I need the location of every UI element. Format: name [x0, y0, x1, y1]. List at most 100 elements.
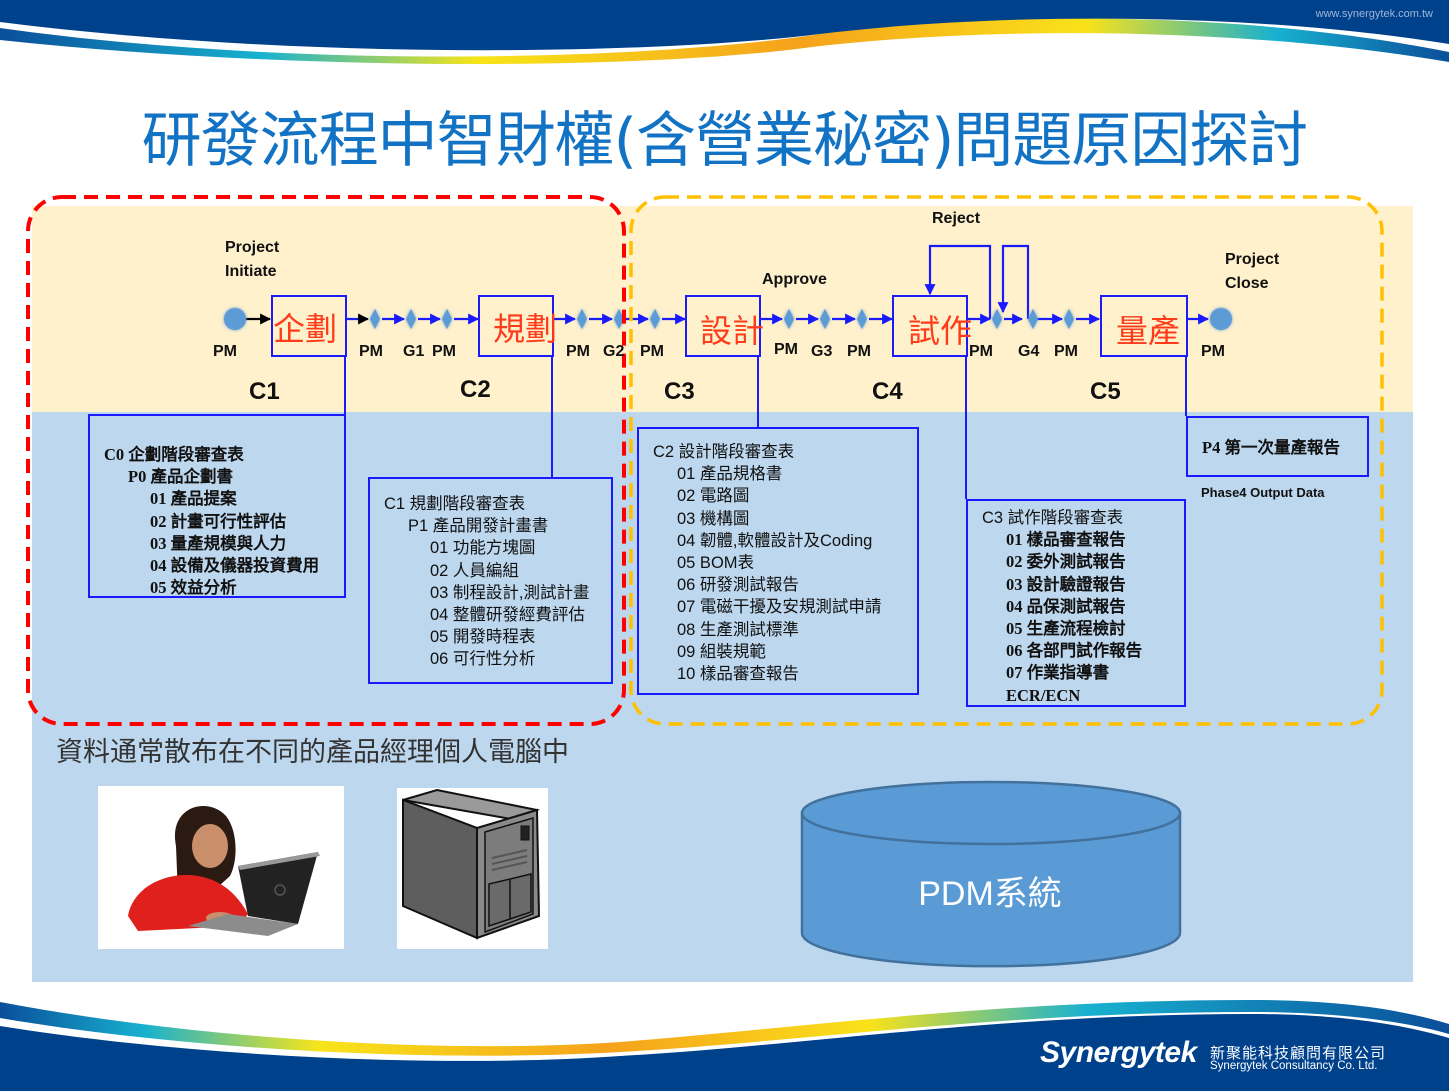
phase-label-design: 設計: [700, 312, 765, 350]
checklist-item: 06 研發測試報告: [677, 576, 799, 595]
checklist-title: P4 第一次量產報告: [1202, 438, 1340, 457]
laptop-user-icon: [128, 806, 320, 936]
label-line: Project: [1225, 251, 1280, 268]
phase-label-pilot: 試作: [908, 312, 973, 350]
checklist-item: 05 開發時程表: [430, 628, 536, 647]
gate-diamond-icon: [857, 309, 867, 329]
concept-group-border: [26, 195, 626, 726]
role-label-pm: PM: [213, 343, 237, 360]
checklist-c2: C2 設計階段審查表 01 產品規格書 02 電路圖 03 機構圖 04 韌體,…: [637, 427, 919, 695]
checklist-item: 01 功能方塊圖: [430, 539, 536, 558]
checklist-item: 04 設備及儀器投資費用: [150, 556, 320, 576]
role-label-g3: G3: [811, 343, 833, 360]
scattered-data-note: 資料通常散布在不同的產品經理個人電腦中: [56, 737, 569, 767]
gate-diamond-icon: [820, 309, 830, 329]
server-tower-image: [397, 788, 548, 949]
checklist-item: 09 組裝規範: [677, 642, 766, 661]
gate-diamond-icon: [442, 309, 452, 329]
gate-diamond-icon: [614, 309, 624, 329]
checkpoint-c2: C2: [460, 376, 491, 403]
checkpoint-c1: C1: [249, 378, 280, 405]
role-label-g2: G2: [603, 343, 625, 360]
checklist-item: 07 電磁干擾及安規測試申請: [677, 598, 882, 617]
checklist-sub: P1 產品開發計畫書: [408, 517, 549, 536]
phase-box-mass: [1100, 295, 1188, 357]
checklist-title: C0 企劃階段審查表: [104, 445, 244, 464]
checklist-item: ECR/ECN: [1006, 685, 1081, 705]
checklist-item: 02 人員編組: [430, 561, 519, 580]
checkpoint-c5: C5: [1090, 378, 1121, 405]
project-close-label: Project Close: [1225, 248, 1279, 296]
phase-label-planning: 企劃: [273, 310, 338, 348]
checklist-item: 10 樣品審查報告: [677, 665, 799, 684]
company-logo: Synergytek: [1040, 1036, 1197, 1069]
checklist-item: 02 委外測試報告: [1006, 552, 1126, 572]
checklist-title: C1 規劃階段審查表: [384, 495, 526, 513]
role-label-pm: PM: [566, 343, 590, 360]
start-milestone-icon: [224, 308, 246, 330]
checklist-item: 04 整體研發經費評估: [430, 606, 585, 625]
role-label-pm: PM: [847, 343, 871, 360]
label-line: Close: [1225, 275, 1269, 292]
checklist-item: 04 韌體,軟體設計及Coding: [677, 531, 873, 550]
checklist-title: C2 設計階段審查表: [653, 443, 795, 461]
checklist-item: 08 生產測試標準: [677, 620, 799, 639]
page-title: 研發流程中智財權(含營業秘密)問題原因探討: [141, 106, 1309, 176]
role-label-pm: PM: [969, 343, 993, 360]
flow-arrows: [246, 244, 1210, 325]
checklist-item: 03 設計驗證報告: [1006, 574, 1126, 594]
role-label-pm: PM: [640, 343, 664, 360]
phase-label-mass: 量產: [1116, 312, 1181, 350]
reject-loop-g4: [997, 244, 1030, 319]
gate-diamond-icon: [577, 309, 587, 329]
checklist-item: 06 各部門試作報告: [1006, 641, 1143, 661]
role-label-pm: PM: [774, 341, 798, 358]
checklist-sub: P0 產品企劃書: [128, 467, 233, 487]
end-milestone-icon: [1210, 308, 1232, 330]
reject-loop-to-pilot: [924, 244, 992, 319]
gate-diamond-icon: [406, 309, 416, 329]
checklist-title: C3 試作階段審查表: [982, 509, 1124, 527]
checklist-item: 01 樣品審查報告: [1006, 530, 1126, 550]
checklist-item: 03 量產規模與人力: [150, 533, 287, 553]
checklist-item: 05 效益分析: [150, 578, 237, 598]
laptop-user-image: [98, 786, 344, 949]
role-label-g1: G1: [403, 343, 425, 360]
checklist-item: 05 生產流程檢討: [1006, 619, 1126, 639]
project-initiate-label: Project Initiate: [225, 236, 279, 284]
approve-label: Approve: [762, 271, 827, 288]
checklist-item: 03 制程設計,測試計畫: [430, 583, 590, 602]
server-tower-icon: [402, 788, 541, 940]
checklist-item: 05 BOM表: [677, 554, 755, 573]
checklist-item: 02 電路圖: [677, 487, 750, 506]
label-line: Initiate: [225, 263, 277, 280]
checklist-c1: C1 規劃階段審查表 P1 產品開發計畫書 01 功能方塊圖 02 人員編組 0…: [368, 477, 613, 684]
role-label-g4: G4: [1018, 343, 1040, 360]
phase-box-design: [685, 295, 761, 357]
checklist-item: 06 可行性分析: [430, 650, 536, 669]
phase-box-scoping: [478, 295, 554, 357]
pdm-database-icon: [800, 780, 1182, 968]
role-label-pm: PM: [1201, 343, 1225, 360]
phase-label-scoping: 規劃: [493, 310, 558, 348]
checklist-item: 02 計畫可行性評估: [150, 511, 287, 531]
checklist-item: 03 機構圖: [677, 509, 750, 528]
phase-box-planning: [271, 295, 347, 357]
checklist-c0: C0 企劃階段審查表 P0 產品企劃書 01 產品提案 02 計畫可行性評估 0…: [88, 414, 346, 598]
checklist-c3: C3 試作階段審查表 01 樣品審查報告 02 委外測試報告 03 設計驗證報告…: [966, 499, 1186, 707]
pdm-system-label: PDM系統: [918, 875, 1062, 913]
company-name-en: Synergytek Consultancy Co. Ltd.: [1210, 1060, 1378, 1072]
checklist-p4: P4 第一次量產報告: [1186, 416, 1369, 477]
gate-diamond-icon: [650, 309, 660, 329]
checklist-item: 01 產品提案: [150, 489, 237, 509]
company-name-cn: 新聚能科技顧問有限公司: [1210, 1045, 1387, 1062]
gate-diamond-icon: [1028, 309, 1038, 329]
label-line: Project: [225, 239, 280, 256]
role-label-pm: PM: [432, 343, 456, 360]
gate-diamonds: [370, 309, 1074, 329]
checklist-connectors: [344, 355, 1187, 499]
checklist-item: 01 產品規格書: [677, 465, 783, 484]
footer-banner: [0, 1000, 1449, 1091]
execution-group-border: [629, 195, 1384, 726]
